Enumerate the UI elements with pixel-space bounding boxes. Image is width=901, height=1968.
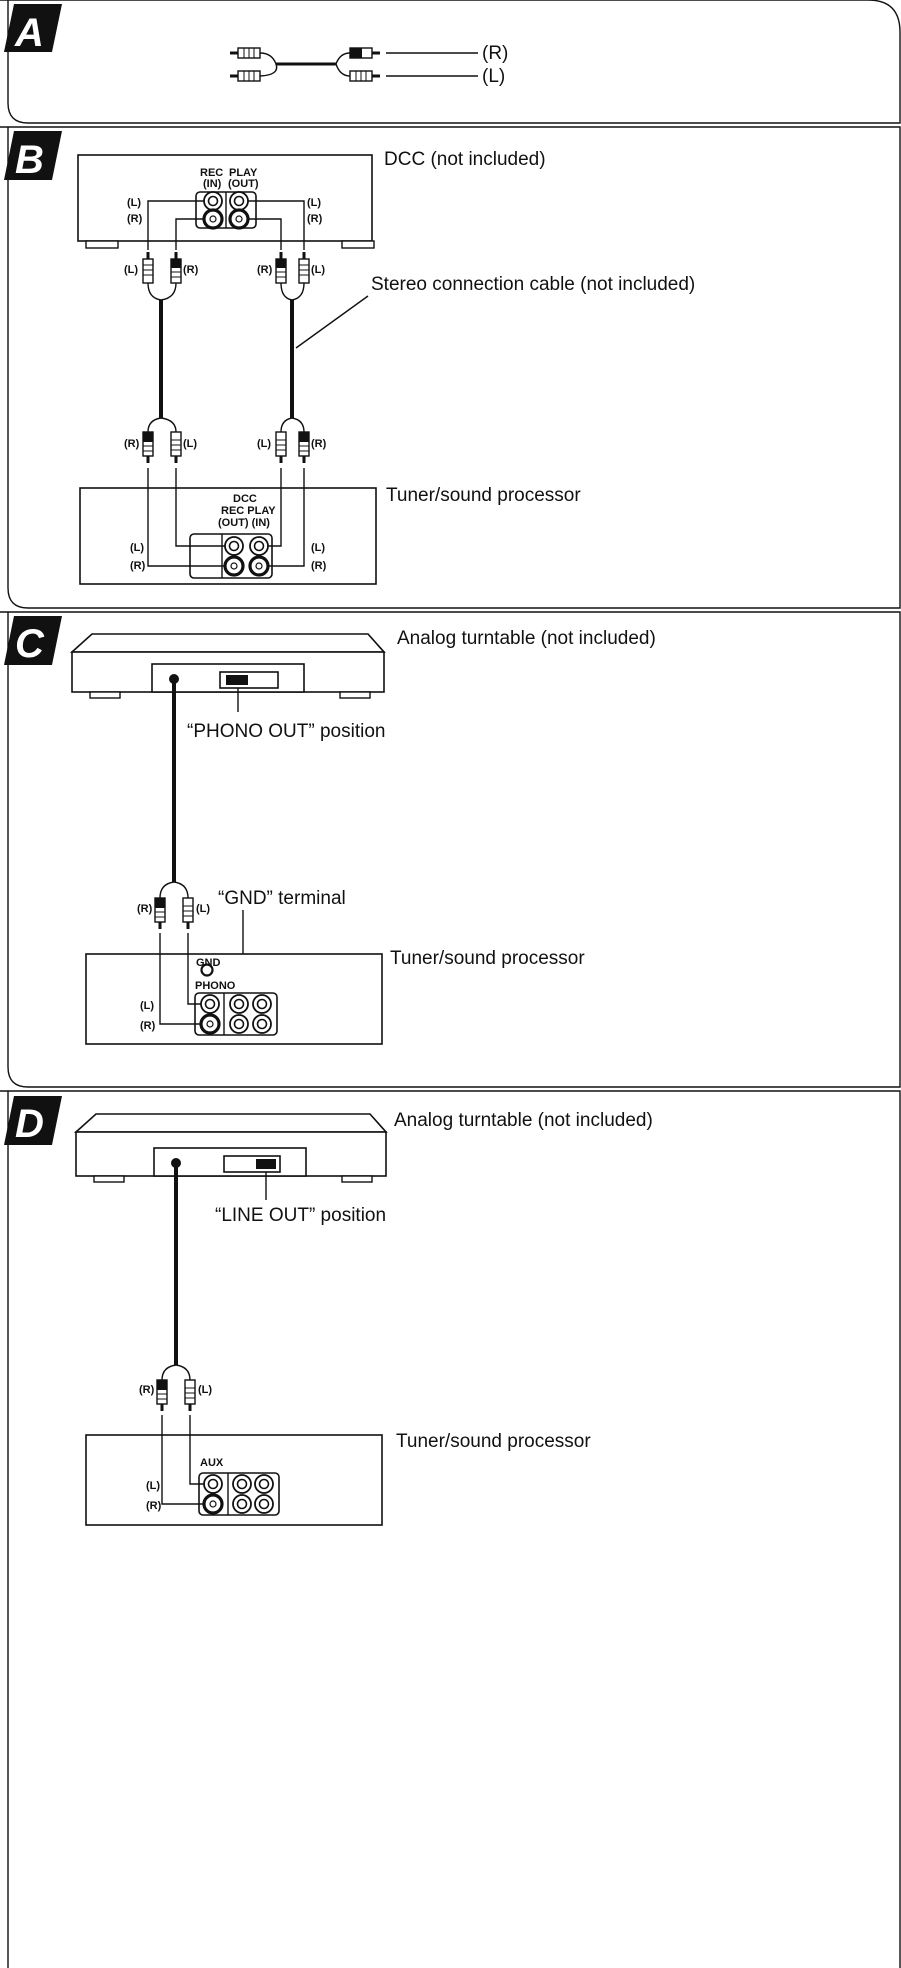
turntable-d — [73, 1113, 388, 1200]
b-cables — [147, 282, 369, 433]
turntable-caption-c: Analog turntable (not included) — [397, 628, 656, 649]
label-r-a: (R) — [482, 43, 508, 64]
svg-text:REC: REC — [200, 167, 223, 179]
turntable-caption-d: Analog turntable (not included) — [394, 1110, 653, 1131]
d-cable: (R) (L) — [139, 1163, 212, 1412]
svg-text:REC PLAY: REC PLAY — [221, 505, 276, 517]
svg-text:DCC: DCC — [233, 493, 257, 505]
svg-text:(R): (R) — [183, 264, 199, 276]
svg-text:(L): (L) — [140, 1000, 154, 1012]
svg-text:B: B — [15, 138, 44, 182]
cable-caption: Stereo connection cable (not included) — [371, 274, 695, 295]
badge-b: B — [4, 131, 62, 182]
gnd-caption: “GND” terminal — [218, 888, 346, 909]
badge-c: C — [4, 616, 62, 666]
svg-text:(R): (R) — [127, 213, 143, 225]
tuner-b: DCC REC PLAY (OUT) (IN) (L) (R) (L) (R) — [79, 487, 377, 585]
svg-text:AUX: AUX — [200, 1457, 224, 1469]
b-upper-plugs: (L) (R) (R) (L) — [124, 251, 325, 284]
section-d: D Analog turntable (not included) “LINE … — [4, 1096, 653, 1526]
svg-text:(OUT) (IN): (OUT) (IN) — [218, 517, 270, 529]
svg-text:(L): (L) — [127, 197, 141, 209]
svg-text:(R): (R) — [311, 438, 327, 450]
svg-text:PHONO: PHONO — [195, 980, 236, 992]
section-a: A (R) (L) — [4, 4, 508, 87]
svg-text:(L): (L) — [307, 197, 321, 209]
svg-text:C: C — [15, 622, 45, 666]
svg-text:(L): (L) — [311, 264, 325, 276]
svg-text:(R): (R) — [139, 1384, 155, 1396]
svg-text:(OUT): (OUT) — [228, 178, 259, 190]
tuner-caption-c: Tuner/sound processor — [390, 948, 585, 969]
tuner-caption-b: Tuner/sound processor — [386, 485, 581, 506]
c-cable: (R) (L) — [137, 679, 210, 930]
tuner-c: GND PHONO (L) (R) — [85, 933, 383, 1045]
b-lower-plugs: (R) (L) (L) (R) — [124, 431, 327, 464]
svg-text:(R): (R) — [257, 264, 273, 276]
svg-text:(L): (L) — [257, 438, 271, 450]
dcc-caption: DCC (not included) — [384, 149, 546, 170]
phono-out-caption: “PHONO OUT” position — [187, 721, 385, 742]
svg-text:PLAY: PLAY — [229, 167, 258, 179]
line-out-caption: “LINE OUT” position — [215, 1205, 386, 1226]
svg-text:(R): (R) — [140, 1020, 156, 1032]
svg-text:(L): (L) — [124, 264, 138, 276]
svg-text:(IN): (IN) — [203, 178, 222, 190]
svg-text:(R): (R) — [307, 213, 323, 225]
stereo-cable-a — [229, 47, 478, 82]
svg-text:(R): (R) — [146, 1500, 162, 1512]
label-l-a: (L) — [482, 66, 505, 87]
svg-text:(L): (L) — [198, 1384, 212, 1396]
svg-text:D: D — [15, 1102, 44, 1146]
svg-text:(R): (R) — [311, 560, 327, 572]
svg-text:(L): (L) — [183, 438, 197, 450]
svg-text:(L): (L) — [146, 1480, 160, 1492]
tuner-d: AUX (L) (R) — [85, 1415, 383, 1526]
svg-text:(L): (L) — [311, 542, 325, 554]
turntable-c — [69, 633, 386, 712]
b-wires-top — [147, 200, 305, 250]
tuner-caption-d: Tuner/sound processor — [396, 1431, 591, 1452]
badge-d: D — [4, 1096, 62, 1146]
badge-a: A — [4, 4, 62, 55]
svg-text:(R): (R) — [137, 903, 153, 915]
svg-text:(R): (R) — [130, 560, 146, 572]
svg-text:(R): (R) — [124, 438, 140, 450]
dcc-deck: REC (IN) PLAY (OUT) (L) (R) (L) (R) — [77, 154, 375, 249]
svg-text:A: A — [14, 11, 44, 55]
svg-text:(L): (L) — [196, 903, 210, 915]
svg-text:(L): (L) — [130, 542, 144, 554]
b-wires-bottom — [147, 468, 305, 567]
section-c: C Analog turntable (not included) “PHONO… — [4, 616, 656, 1045]
section-b: B REC (IN) PLAY (OUT) (L) (R) (L) (R) DC… — [4, 131, 695, 585]
